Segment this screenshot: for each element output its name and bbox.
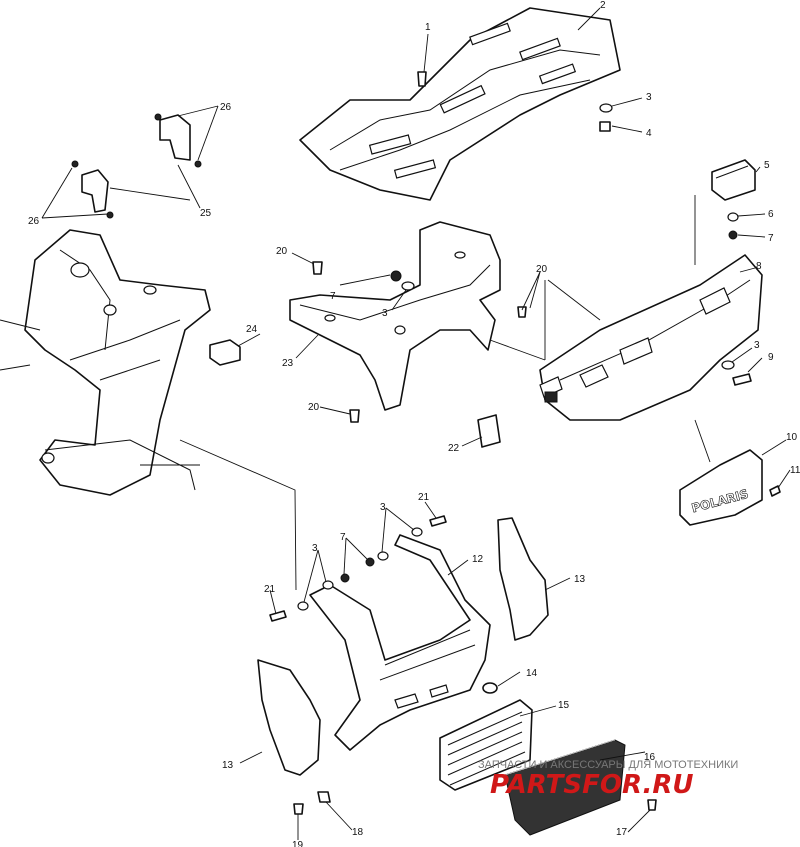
callout-26: 26 <box>220 102 232 113</box>
mesh-screen <box>504 739 626 836</box>
rack-hardware <box>417 71 613 132</box>
callout-13: 13 <box>574 574 586 585</box>
callout-3: 3 <box>382 308 388 319</box>
callout-10: 10 <box>786 432 798 443</box>
callout-4: 4 <box>646 128 652 139</box>
bracket-hardware <box>312 261 527 423</box>
callout-18: 18 <box>352 827 364 838</box>
callout-2: 2 <box>600 0 606 11</box>
callout-7: 7 <box>340 532 346 543</box>
callout-20: 20 <box>276 246 288 257</box>
rubber-block <box>209 339 241 366</box>
side-panels <box>257 517 549 776</box>
callout-20: 20 <box>536 264 548 275</box>
chassis-frame <box>0 229 211 496</box>
callout-26: 26 <box>28 216 40 227</box>
mud-flap: POLARIS <box>679 419 781 526</box>
callout-3: 3 <box>312 543 318 554</box>
callout-16: 16 <box>644 752 656 763</box>
reflector-plate <box>477 414 501 448</box>
watermark-tagline: ЗАПЧАСТИ И АКСЕССУАРЫ ДЛЯ МОТОТЕХНИКИ <box>478 759 738 771</box>
front-bumper <box>539 254 763 421</box>
callout-5: 5 <box>764 160 770 171</box>
callout-6: 6 <box>768 209 774 220</box>
callout-20: 20 <box>308 402 320 413</box>
mount-brackets <box>71 113 202 219</box>
callout-1: 1 <box>425 22 431 33</box>
callout-21: 21 <box>418 492 430 503</box>
callout-17: 17 <box>616 827 628 838</box>
headlight-assembly <box>694 159 756 265</box>
callout-22: 22 <box>448 443 460 454</box>
small-fasteners <box>293 791 657 815</box>
callout-leaders <box>41 7 791 840</box>
callout-7: 7 <box>330 291 336 302</box>
callout-7: 7 <box>768 233 774 244</box>
guard-hardware <box>269 515 447 622</box>
callout-8: 8 <box>756 261 762 272</box>
callout-9: 9 <box>768 352 774 363</box>
callout-14: 14 <box>526 668 538 679</box>
lower-guard-frame <box>309 534 491 751</box>
callout-19: 19 <box>292 840 304 847</box>
callout-25: 25 <box>200 208 212 219</box>
grille <box>439 699 533 791</box>
frame-bracket <box>289 221 501 411</box>
callout-3: 3 <box>380 502 386 513</box>
front-rack <box>299 7 621 201</box>
callout-24: 24 <box>246 324 258 335</box>
callout-15: 15 <box>558 700 570 711</box>
callout-11: 11 <box>790 465 800 476</box>
watermark: ЗАПЧАСТИ И АКСЕССУАРЫ ДЛЯ МОТОТЕХНИКИ PA… <box>478 759 738 800</box>
callout-3: 3 <box>754 340 760 351</box>
callout-23: 23 <box>282 358 294 369</box>
callout-21: 21 <box>264 584 276 595</box>
callout-3: 3 <box>646 92 652 103</box>
callout-12: 12 <box>472 554 484 565</box>
watermark-logo: PARTSFOR.RU <box>490 770 693 800</box>
grommet <box>482 682 498 694</box>
callout-labels: 1 2 3 4 5 6 7 8 3 9 10 11 20 7 3 20 23 2… <box>28 0 800 847</box>
bumper-hardware <box>721 360 752 386</box>
guide-lines <box>179 279 601 591</box>
callout-13: 13 <box>222 760 234 771</box>
